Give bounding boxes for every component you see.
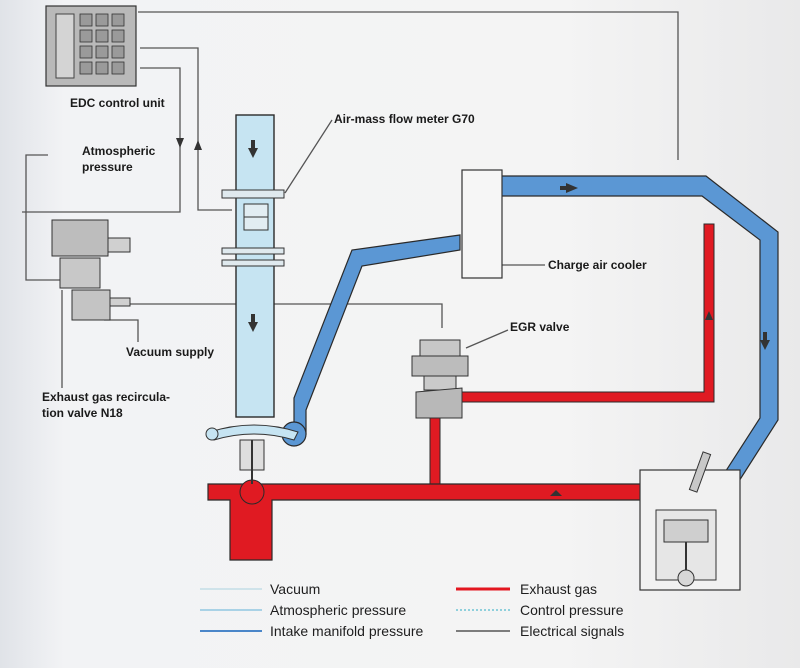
engine-cylinder	[639, 451, 741, 591]
arrow-down-signal-icon	[176, 138, 184, 148]
charge-air-cooler-label: Charge air cooler	[548, 258, 647, 272]
legend-lines	[200, 587, 510, 632]
atmospheric-label-1: Atmospheric	[82, 144, 156, 158]
air-mass-pointer	[284, 119, 333, 194]
legend-atmospheric: Atmospheric pressure	[270, 602, 407, 618]
n18-label-2: tion valve N18	[42, 406, 123, 420]
vacuum-supply-label: Vacuum supply	[126, 345, 215, 359]
egr-pointer	[465, 329, 509, 349]
flow-arrow-icon	[248, 322, 258, 332]
intake-pipe	[221, 114, 285, 418]
n18-label-1: Exhaust gas recircula-	[42, 390, 171, 404]
legend-control: Control pressure	[520, 602, 624, 618]
flow-arrow-stem	[560, 186, 567, 190]
legend-exhaust: Exhaust gas	[520, 581, 598, 597]
ecu-connector-icon	[79, 13, 125, 75]
charge-air-cooler	[461, 169, 503, 279]
edc-control-unit	[45, 5, 137, 87]
valve-icon	[415, 387, 463, 419]
vacuum-supply-line	[104, 319, 139, 342]
n18-valve	[51, 219, 131, 321]
flow-arrow-icon	[248, 148, 258, 158]
flow-arrow-stem	[251, 314, 255, 323]
flow-arrow-icon	[550, 490, 562, 496]
edc-label: EDC control unit	[70, 96, 165, 110]
signal-line-to-g70	[140, 47, 232, 211]
signal-line-to-n18	[22, 67, 181, 213]
engine-cylinder-icon	[663, 519, 709, 543]
air-mass-label: Air-mass flow meter G70	[334, 112, 475, 126]
legend-electrical: Electrical signals	[520, 623, 625, 639]
signal-line-top	[138, 11, 679, 160]
flow-arrow-icon	[566, 183, 578, 193]
legend-vacuum: Vacuum	[270, 581, 321, 597]
flow-arrow-icon	[705, 311, 713, 320]
flow-arrow-icon	[760, 340, 770, 350]
control-pressure-line	[128, 303, 443, 328]
egr-valve-label: EGR valve	[510, 320, 570, 334]
arrow-up-signal-icon	[194, 140, 202, 150]
flow-arrow-stem	[763, 332, 767, 341]
atmospheric-line	[25, 154, 60, 281]
atmospheric-label-2: pressure	[82, 160, 133, 174]
flow-arrow-stem	[251, 140, 255, 149]
legend-intake: Intake manifold pressure	[270, 623, 424, 639]
turbocharger	[205, 424, 299, 484]
egr-valve	[411, 339, 469, 419]
